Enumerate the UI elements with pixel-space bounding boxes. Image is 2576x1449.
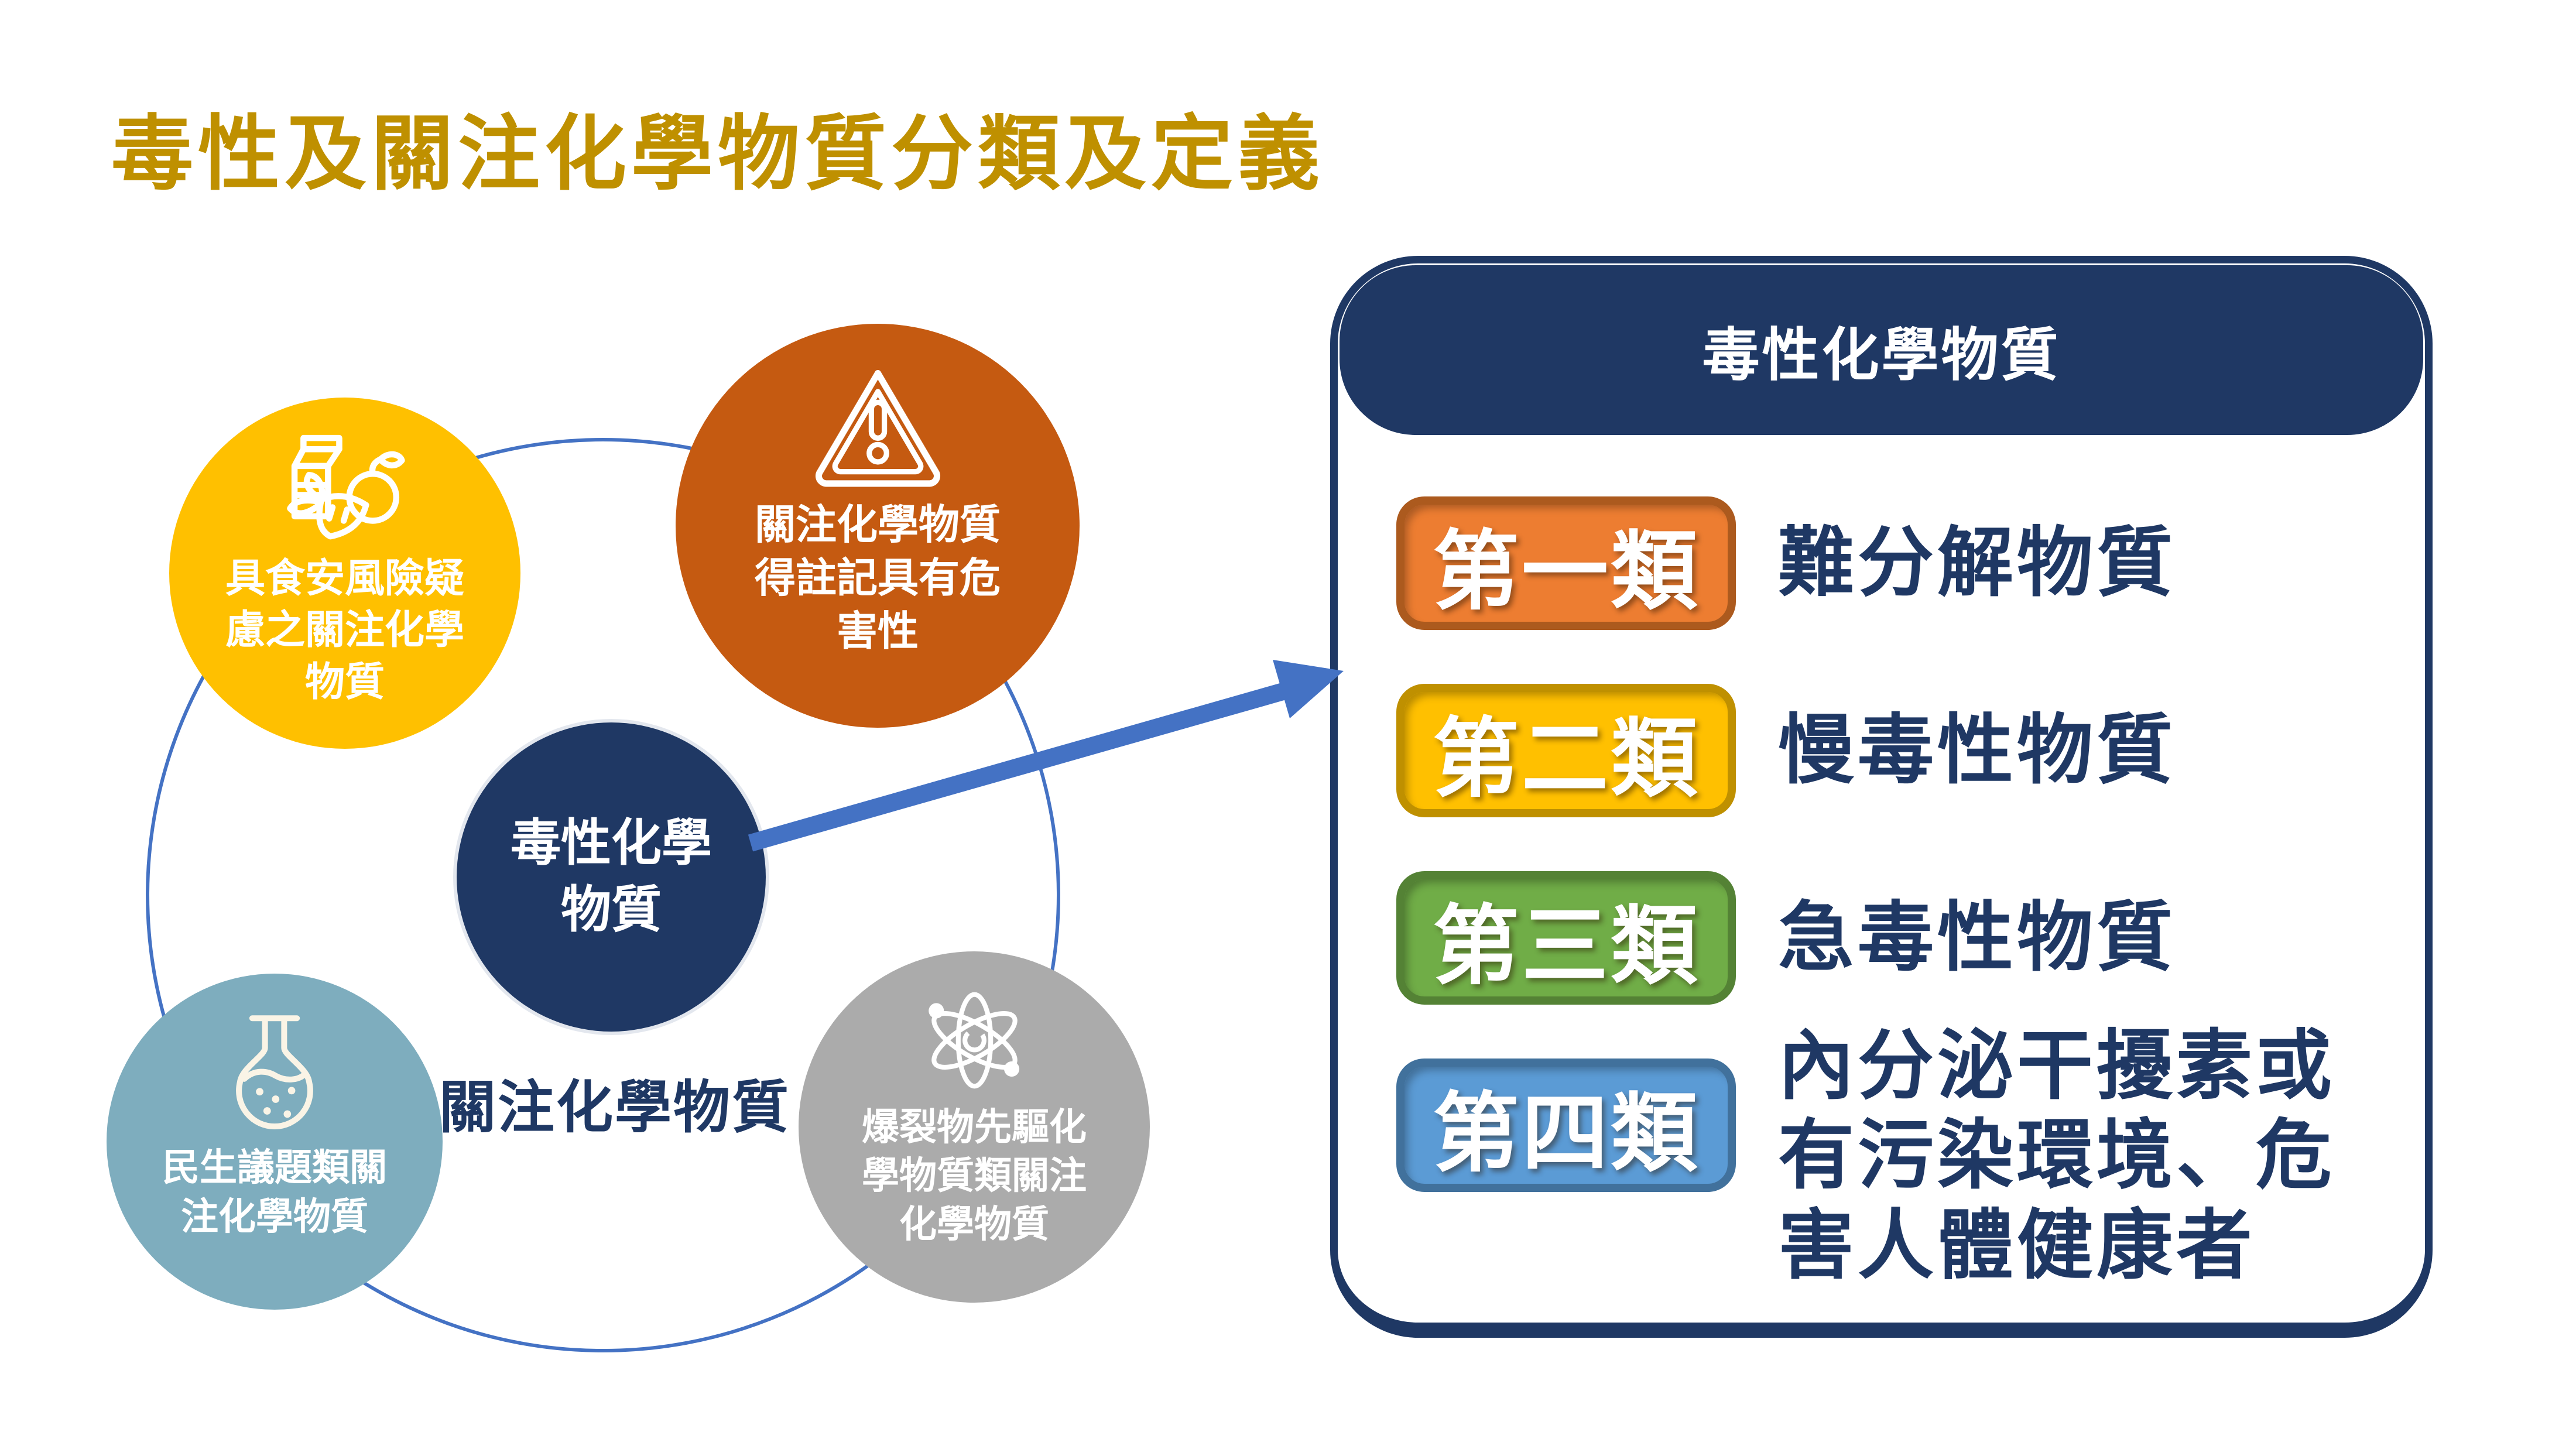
toxic-substances-panel: 毒性化學物質 第一類 難分解物質 第二類 慢毒性物質 第三類 急毒性物質 第四類… — [1330, 256, 2433, 1338]
warning-triangle-icon — [806, 362, 950, 490]
category-desc: 內分泌干擾素或 有污染環境、危 害人體健康者 — [1778, 1020, 2336, 1290]
concerned-chemicals-label: 關注化學物質 — [439, 1074, 790, 1140]
flask-icon — [216, 1008, 333, 1138]
category-desc: 慢毒性物質 — [1778, 705, 2177, 795]
livelihood-circle: 民生議題類關 注化學物質 — [107, 974, 443, 1310]
explosive-precursor-circle: 爆裂物先驅化 學物質類關注 化學物質 — [799, 951, 1150, 1303]
category-row: 第四類 內分泌干擾素或 有污染環境、危 害人體健康者 — [1396, 1021, 2384, 1290]
category-badge: 第二類 — [1396, 684, 1736, 817]
explosive-precursor-label: 爆裂物先驅化 學物質類關注 化學物質 — [862, 1106, 1087, 1247]
livelihood-label: 民生議題類關 注化學物質 — [162, 1146, 387, 1239]
food-icon — [254, 428, 436, 551]
category-row: 第三類 急毒性物質 — [1396, 871, 2384, 1005]
hazard-note-circle: 關注化學物質 得註記具有危 害性 — [676, 324, 1080, 728]
category-badge: 第三類 — [1396, 871, 1736, 1005]
page-title: 毒性及關注化學物質分類及定義 — [111, 107, 1325, 202]
toxic-chemical-label: 毒性化學 物質 — [511, 814, 712, 939]
category-badge: 第一類 — [1396, 496, 1736, 630]
category-badge: 第四類 — [1396, 1059, 1736, 1192]
food-safety-label: 具食安風險疑 慮之關注化學 物質 — [225, 556, 464, 705]
category-desc: 難分解物質 — [1778, 518, 2177, 608]
panel-header: 毒性化學物質 — [1340, 265, 2423, 435]
food-safety-circle: 具食安風險疑 慮之關注化學 物質 — [169, 398, 520, 749]
category-row: 第二類 慢毒性物質 — [1396, 684, 2384, 817]
category-desc: 急毒性物質 — [1778, 893, 2177, 982]
atom-icon — [909, 978, 1040, 1102]
toxic-chemical-circle: 毒性化學 物質 — [457, 722, 766, 1032]
category-row: 第一類 難分解物質 — [1396, 496, 2384, 630]
hazard-note-label: 關注化學物質 得註記具有危 害性 — [755, 501, 1001, 655]
